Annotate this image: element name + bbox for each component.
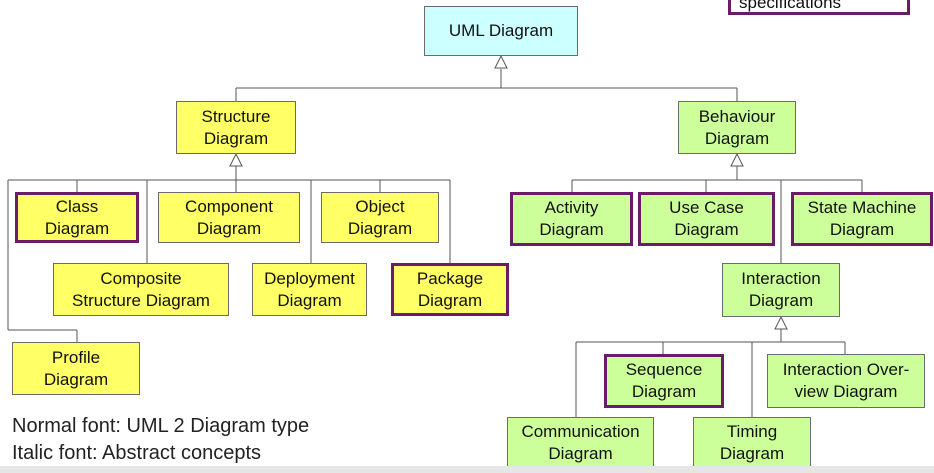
class-diagram-label-line2: Diagram bbox=[44, 218, 110, 238]
deployment-diagram-label-line1: Deployment bbox=[264, 268, 355, 288]
profile-diagram-label-line1: Profile bbox=[51, 347, 101, 367]
composite-structure-diagram-node: Composite Structure Diagram bbox=[53, 263, 229, 316]
component-diagram-node: Component Diagram bbox=[158, 192, 300, 243]
timing-diagram-node: Timing Diagram bbox=[693, 417, 811, 469]
timing-diagram-label-line2: Diagram bbox=[719, 444, 785, 463]
class-diagram-label-line1: Class bbox=[55, 196, 99, 216]
behaviour-diagram-label-line1: Behaviour bbox=[698, 106, 776, 126]
activity-diagram-label-line2: Diagram bbox=[539, 220, 604, 239]
communication-diagram-label-line1: Communication bbox=[521, 422, 640, 441]
state-machine-diagram-label-line1: State Machine bbox=[807, 198, 917, 217]
object-diagram-label-line2: Diagram bbox=[347, 218, 413, 238]
use-case-diagram-label-line1: Use Case bbox=[669, 198, 744, 217]
profile-diagram-label-line2: Diagram bbox=[43, 369, 109, 389]
bottom-scroll-strip bbox=[0, 466, 934, 473]
component-diagram-label-line2: Diagram bbox=[196, 218, 262, 238]
uml-diagram-node: UML Diagram bbox=[424, 6, 578, 56]
communication-diagram-label-line2: Diagram bbox=[548, 444, 613, 463]
object-diagram-node: Object Diagram bbox=[321, 192, 439, 243]
deployment-diagram-node: Deployment Diagram bbox=[252, 263, 367, 316]
composite-structure-diagram-label-line2: Structure Diagram bbox=[72, 290, 210, 310]
use-case-diagram-node: Use Case Diagram bbox=[638, 192, 775, 246]
class-diagram-node: Class Diagram bbox=[15, 192, 139, 243]
interaction-overview-diagram-label-line2: view Diagram bbox=[794, 382, 898, 401]
object-diagram-label-line1: Object bbox=[355, 196, 405, 216]
legend-normal-font-note: Normal font: UML 2 Diagram type bbox=[12, 415, 310, 437]
communication-diagram-node: Communication Diagram bbox=[507, 417, 654, 469]
legend-italic-font-note: Italic font: Abstract concepts bbox=[12, 442, 262, 464]
deployment-diagram-label-line2: Diagram bbox=[277, 290, 342, 310]
sequence-diagram-node: Sequence Diagram bbox=[604, 354, 724, 408]
generalization-arrow bbox=[774, 315, 788, 330]
use-case-diagram-label-line2: Diagram bbox=[674, 220, 739, 239]
legend-box-text: specifications bbox=[739, 0, 842, 12]
interaction-diagram-label-line2: Diagram bbox=[748, 291, 814, 310]
generalization-arrow bbox=[494, 54, 508, 69]
interaction-diagram-label-line1: Interaction bbox=[741, 269, 821, 288]
behaviour-diagram-node: Behaviour Diagram bbox=[678, 101, 796, 154]
legend-box: specifications bbox=[728, 0, 910, 15]
timing-diagram-label-line1: Timing bbox=[726, 422, 778, 441]
sequence-diagram-label-line2: Diagram bbox=[631, 382, 697, 401]
interaction-diagram-node: Interaction Diagram bbox=[722, 263, 840, 317]
structure-diagram-node: Structure Diagram bbox=[176, 101, 296, 154]
structure-diagram-label-line2: Diagram bbox=[203, 128, 269, 148]
activity-diagram-label-line1: Activity bbox=[544, 198, 599, 217]
sequence-diagram-label-line1: Sequence bbox=[625, 360, 703, 379]
package-diagram-label-line1: Package bbox=[416, 268, 484, 288]
interaction-overview-diagram-label-line1: Interaction Over- bbox=[782, 360, 910, 379]
generalization-arrow bbox=[730, 152, 744, 167]
interaction-overview-diagram-node: Interaction Over- view Diagram bbox=[767, 354, 925, 408]
behaviour-diagram-label-line2: Diagram bbox=[704, 128, 770, 148]
activity-diagram-node: Activity Diagram bbox=[510, 192, 633, 246]
package-diagram-label-line2: Diagram bbox=[417, 290, 483, 310]
package-diagram-node: Package Diagram bbox=[391, 263, 509, 316]
composite-structure-diagram-label-line1: Composite bbox=[100, 268, 182, 288]
profile-diagram-node: Profile Diagram bbox=[12, 342, 140, 395]
state-machine-diagram-node: State Machine Diagram bbox=[791, 192, 933, 246]
structure-diagram-label-line1: Structure bbox=[201, 106, 271, 126]
generalization-arrow bbox=[229, 152, 243, 167]
component-diagram-label-line1: Component bbox=[185, 196, 273, 216]
uml-diagram-label: UML Diagram bbox=[448, 21, 554, 40]
state-machine-diagram-label-line2: Diagram bbox=[829, 220, 895, 239]
